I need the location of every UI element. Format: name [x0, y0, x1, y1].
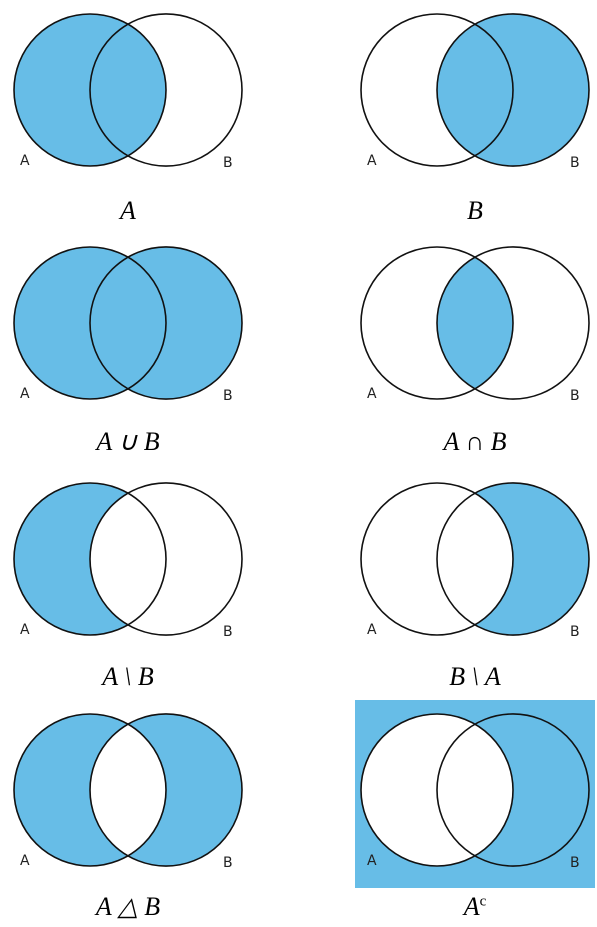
set-label-b: B — [570, 155, 580, 171]
caption-complement: Ac — [355, 892, 595, 922]
venn-panel-b-minus-a: A B — [355, 469, 595, 659]
set-label-a: A — [367, 622, 377, 638]
set-label-b: B — [223, 855, 233, 871]
set-label-b: B — [223, 624, 233, 640]
venn-panel-a-minus-b: A B — [8, 469, 248, 659]
caption-a: A — [120, 196, 136, 225]
set-label-b: B — [223, 155, 233, 171]
set-label-a: A — [367, 153, 377, 169]
set-label-a: A — [20, 153, 30, 169]
circle-a — [13, 246, 167, 400]
venn-diagram-intersection — [360, 246, 590, 400]
set-label-a: A — [367, 853, 377, 869]
caption-symmetric-difference: A △ B — [95, 892, 161, 921]
shaded-region-union — [14, 247, 242, 399]
circle-b — [436, 246, 590, 400]
circle-a — [360, 13, 514, 167]
set-label-b: B — [570, 624, 580, 640]
caption-complement-base: A — [463, 892, 480, 921]
caption-intersection: A ∩ B — [443, 427, 507, 456]
venn-panel-b: A B — [355, 0, 595, 190]
caption-b-minus-a: B \ A — [449, 662, 501, 691]
circle-b — [436, 482, 590, 636]
circle-a — [360, 246, 514, 400]
venn-diagram-symmetric-difference — [13, 713, 243, 867]
circle-b — [89, 713, 243, 867]
set-label-b: B — [570, 855, 580, 871]
set-label-a: A — [20, 622, 30, 638]
circle-a — [13, 13, 167, 167]
circle-b — [436, 13, 590, 167]
venn-panel-intersection: A B — [355, 233, 595, 423]
venn-diagram-complement — [355, 700, 595, 888]
circle-b — [436, 713, 590, 867]
shaded-region-intersection — [436, 257, 514, 389]
circle-a — [13, 713, 167, 867]
set-label-a: A — [20, 853, 30, 869]
venn-panel-a: A B — [8, 0, 248, 190]
set-label-a: A — [20, 386, 30, 402]
set-label-b: B — [223, 388, 233, 404]
circle-b — [89, 13, 243, 167]
venn-diagram-b — [360, 13, 590, 167]
set-label-a: A — [367, 386, 377, 402]
caption-union: A ∪ B — [96, 427, 160, 456]
circle-b — [89, 246, 243, 400]
set-label-b: B — [570, 388, 580, 404]
venn-diagram-a — [13, 13, 243, 167]
caption-b: B — [467, 196, 483, 225]
circle-b — [89, 482, 243, 636]
caption-complement-superscript: c — [479, 893, 487, 910]
circle-a — [13, 482, 167, 636]
circle-a — [360, 713, 514, 867]
venn-panel-symmetric-difference: A B — [8, 700, 248, 890]
venn-diagram-union — [13, 246, 243, 400]
venn-panel-union: A B — [8, 233, 248, 423]
circle-a — [360, 482, 514, 636]
caption-a-minus-b: A \ B — [102, 662, 154, 691]
venn-diagram-a-minus-b — [13, 482, 243, 636]
venn-panel-complement: A B — [355, 700, 595, 890]
venn-diagram-b-minus-a — [360, 482, 590, 636]
